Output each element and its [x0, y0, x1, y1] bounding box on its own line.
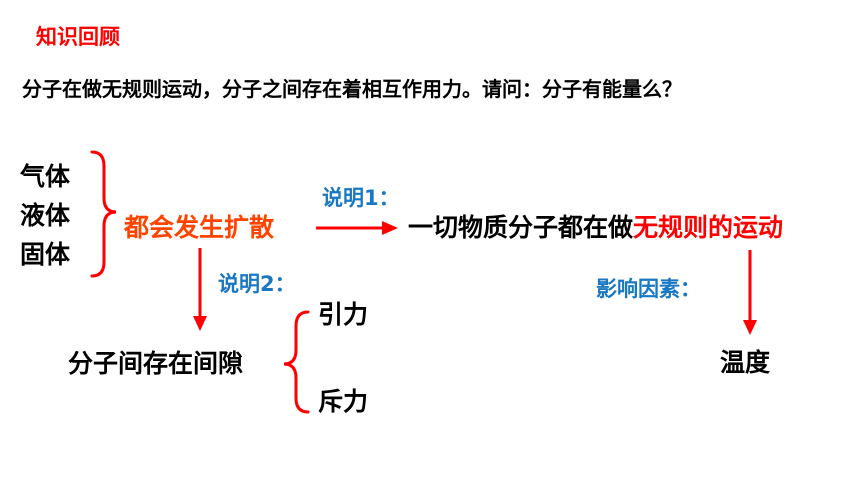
- conclusion-text: 一切物质分子都在做无规则的运动: [408, 215, 783, 240]
- arrow-to-gap-head: [193, 316, 207, 331]
- repulsion-text: 斥力: [318, 387, 369, 416]
- slide-title: 知识回顾: [36, 25, 120, 49]
- arrow-to-temperature-head: [743, 320, 757, 335]
- state-liquid: 液体: [20, 201, 71, 230]
- diffusion-text: 都会发生扩散: [124, 213, 275, 242]
- gap-text: 分子间存在间隙: [68, 349, 244, 378]
- note-1-label: 说明1：: [322, 186, 400, 210]
- question-text: 分子在做无规则运动，分子之间存在着相互作用力。请问：分子有能量么？: [22, 77, 682, 101]
- note-2-label: 说明2：: [218, 272, 296, 296]
- conclusion-prefix: 一切物质分子都在做: [408, 213, 634, 242]
- conclusion-highlight: 无规则的运动: [633, 213, 784, 242]
- state-solid: 固体: [20, 240, 71, 269]
- factor-label: 影响因素：: [596, 277, 701, 301]
- state-gas: 气体: [20, 162, 71, 191]
- attraction-text: 引力: [318, 300, 369, 329]
- arrow-to-conclusion-head: [382, 221, 398, 235]
- force-brace: [283, 310, 310, 414]
- states-brace: [90, 150, 117, 278]
- temperature-text: 温度: [720, 348, 771, 377]
